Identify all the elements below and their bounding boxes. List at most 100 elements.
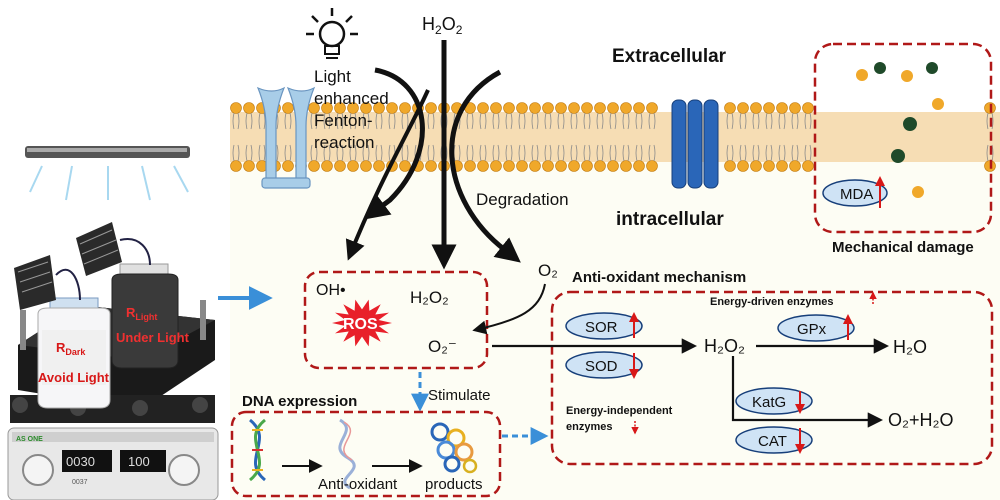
- mechanism-h2o2-label: H₂O₂: [704, 336, 745, 356]
- cat-enzyme: [735, 426, 813, 454]
- lipid-tail: [986, 112, 994, 130]
- lipid-head: [373, 160, 385, 172]
- lipid-tail: [609, 144, 617, 162]
- energy-driven-label: Energy-driven enzymes: [710, 296, 834, 308]
- h2o2-to-o2h2o-arrow: [731, 356, 884, 428]
- shaker-control-panel: AS ONE 0030 100 0037: [7, 427, 219, 500]
- o2-to-superoxide-arrow: [472, 283, 546, 335]
- lipid-head: [308, 160, 320, 172]
- lipid-tail: [739, 144, 747, 162]
- lipid-head: [776, 160, 788, 172]
- lipid-tail: [401, 144, 409, 162]
- o2-h2o-label: O₂+H₂O: [888, 410, 954, 430]
- extracellular-label: Extracellular: [612, 46, 727, 67]
- lipid-tail: [583, 144, 591, 162]
- lipid-tail: [505, 144, 513, 162]
- lipid-head: [724, 160, 736, 172]
- lipid-tail: [245, 112, 253, 130]
- lipid-tail: [609, 112, 617, 130]
- hydroxyl-radical-label: OH•: [316, 282, 346, 299]
- ros-box: OH• H₂O₂ ROS O₂⁻: [303, 270, 489, 370]
- dna-expression-box: Stimulate DNA expression Anti-oxidant: [230, 372, 549, 498]
- katg-enzyme: [735, 387, 813, 415]
- lipid-head: [360, 102, 372, 114]
- lipid-tail: [284, 112, 292, 130]
- lipid-tail: [518, 144, 526, 162]
- lipid-tail: [648, 112, 656, 130]
- lipid-head: [737, 160, 749, 172]
- lipid-tail: [401, 112, 409, 130]
- clip-lamps: [14, 222, 151, 310]
- lipid-tail: [622, 144, 630, 162]
- lipid-tail: [492, 112, 500, 130]
- lipid-head: [230, 102, 242, 114]
- stimulate-label: Stimulate: [428, 387, 491, 404]
- lipid-tail: [557, 112, 565, 130]
- bottle-dark: RDark Avoid Light: [37, 297, 111, 409]
- lipid-tail: [635, 112, 643, 130]
- lipid-tail: [362, 112, 370, 130]
- lipid-tail: [531, 112, 539, 130]
- protein-icon: [430, 422, 478, 474]
- bottle-light: RLight Under Light: [111, 263, 190, 369]
- lipid-head: [607, 102, 619, 114]
- katg-label: KatG: [752, 394, 786, 411]
- lipid-tail: [791, 112, 799, 130]
- timer-display-value: 0030: [66, 454, 95, 469]
- fenton-arrows: [345, 40, 521, 270]
- anti-oxidant-label: Anti-oxidant: [318, 476, 398, 493]
- lipid-tail: [765, 112, 773, 130]
- lipid-tail: [232, 144, 240, 162]
- lipid-tail: [726, 144, 734, 162]
- lipid-head: [490, 102, 502, 114]
- lipid-head: [802, 102, 814, 114]
- lipid-tail: [765, 144, 773, 162]
- lipid-tail: [479, 144, 487, 162]
- lipid-head: [737, 102, 749, 114]
- lipid-head: [399, 160, 411, 172]
- lipid-head: [555, 102, 567, 114]
- lipid-tail: [570, 112, 578, 130]
- lipid-tail: [583, 112, 591, 130]
- lipid-head: [750, 102, 762, 114]
- lipid-tail: [362, 144, 370, 162]
- ros-label: ROS: [343, 316, 378, 333]
- h2o-label: H₂O: [893, 337, 927, 357]
- fenton-line-1: Light: [314, 67, 351, 86]
- lipid-head: [607, 160, 619, 172]
- lipid-tail: [752, 144, 760, 162]
- sod-label: SOD: [585, 358, 618, 375]
- lipid-head: [425, 102, 437, 114]
- fenton-line-3: Fenton-: [314, 111, 373, 130]
- lipid-tail: [505, 112, 513, 130]
- lipid-tail: [492, 144, 500, 162]
- degradation-label: Degradation: [476, 190, 569, 209]
- lipid-head: [516, 160, 528, 172]
- lipid-head: [594, 160, 606, 172]
- lipid-head: [529, 102, 541, 114]
- superoxide-label: O₂⁻: [428, 337, 457, 356]
- lipid-tail: [427, 112, 435, 130]
- lipid-tail: [557, 144, 565, 162]
- antioxidant-mechanism-box: Anti-oxidant mechanism Energy-driven enz…: [492, 269, 994, 466]
- right-knob: [168, 454, 200, 486]
- lipid-head: [321, 160, 333, 172]
- r-light-label: RLight: [126, 305, 157, 322]
- lipid-head: [542, 102, 554, 114]
- lipid-head: [490, 160, 502, 172]
- cat-label: CAT: [758, 433, 787, 450]
- lipid-head: [230, 160, 242, 172]
- lipid-tail: [349, 144, 357, 162]
- lipid-tail: [284, 144, 292, 162]
- mda-badge: [822, 179, 888, 207]
- lipid-head: [633, 102, 645, 114]
- lipid-head: [620, 160, 632, 172]
- lipid-head: [347, 160, 359, 172]
- lipid-tail: [310, 144, 318, 162]
- membrane-receptor: [256, 86, 316, 189]
- lipid-head: [360, 160, 372, 172]
- lipid-head: [763, 102, 775, 114]
- lipid-head: [581, 160, 593, 172]
